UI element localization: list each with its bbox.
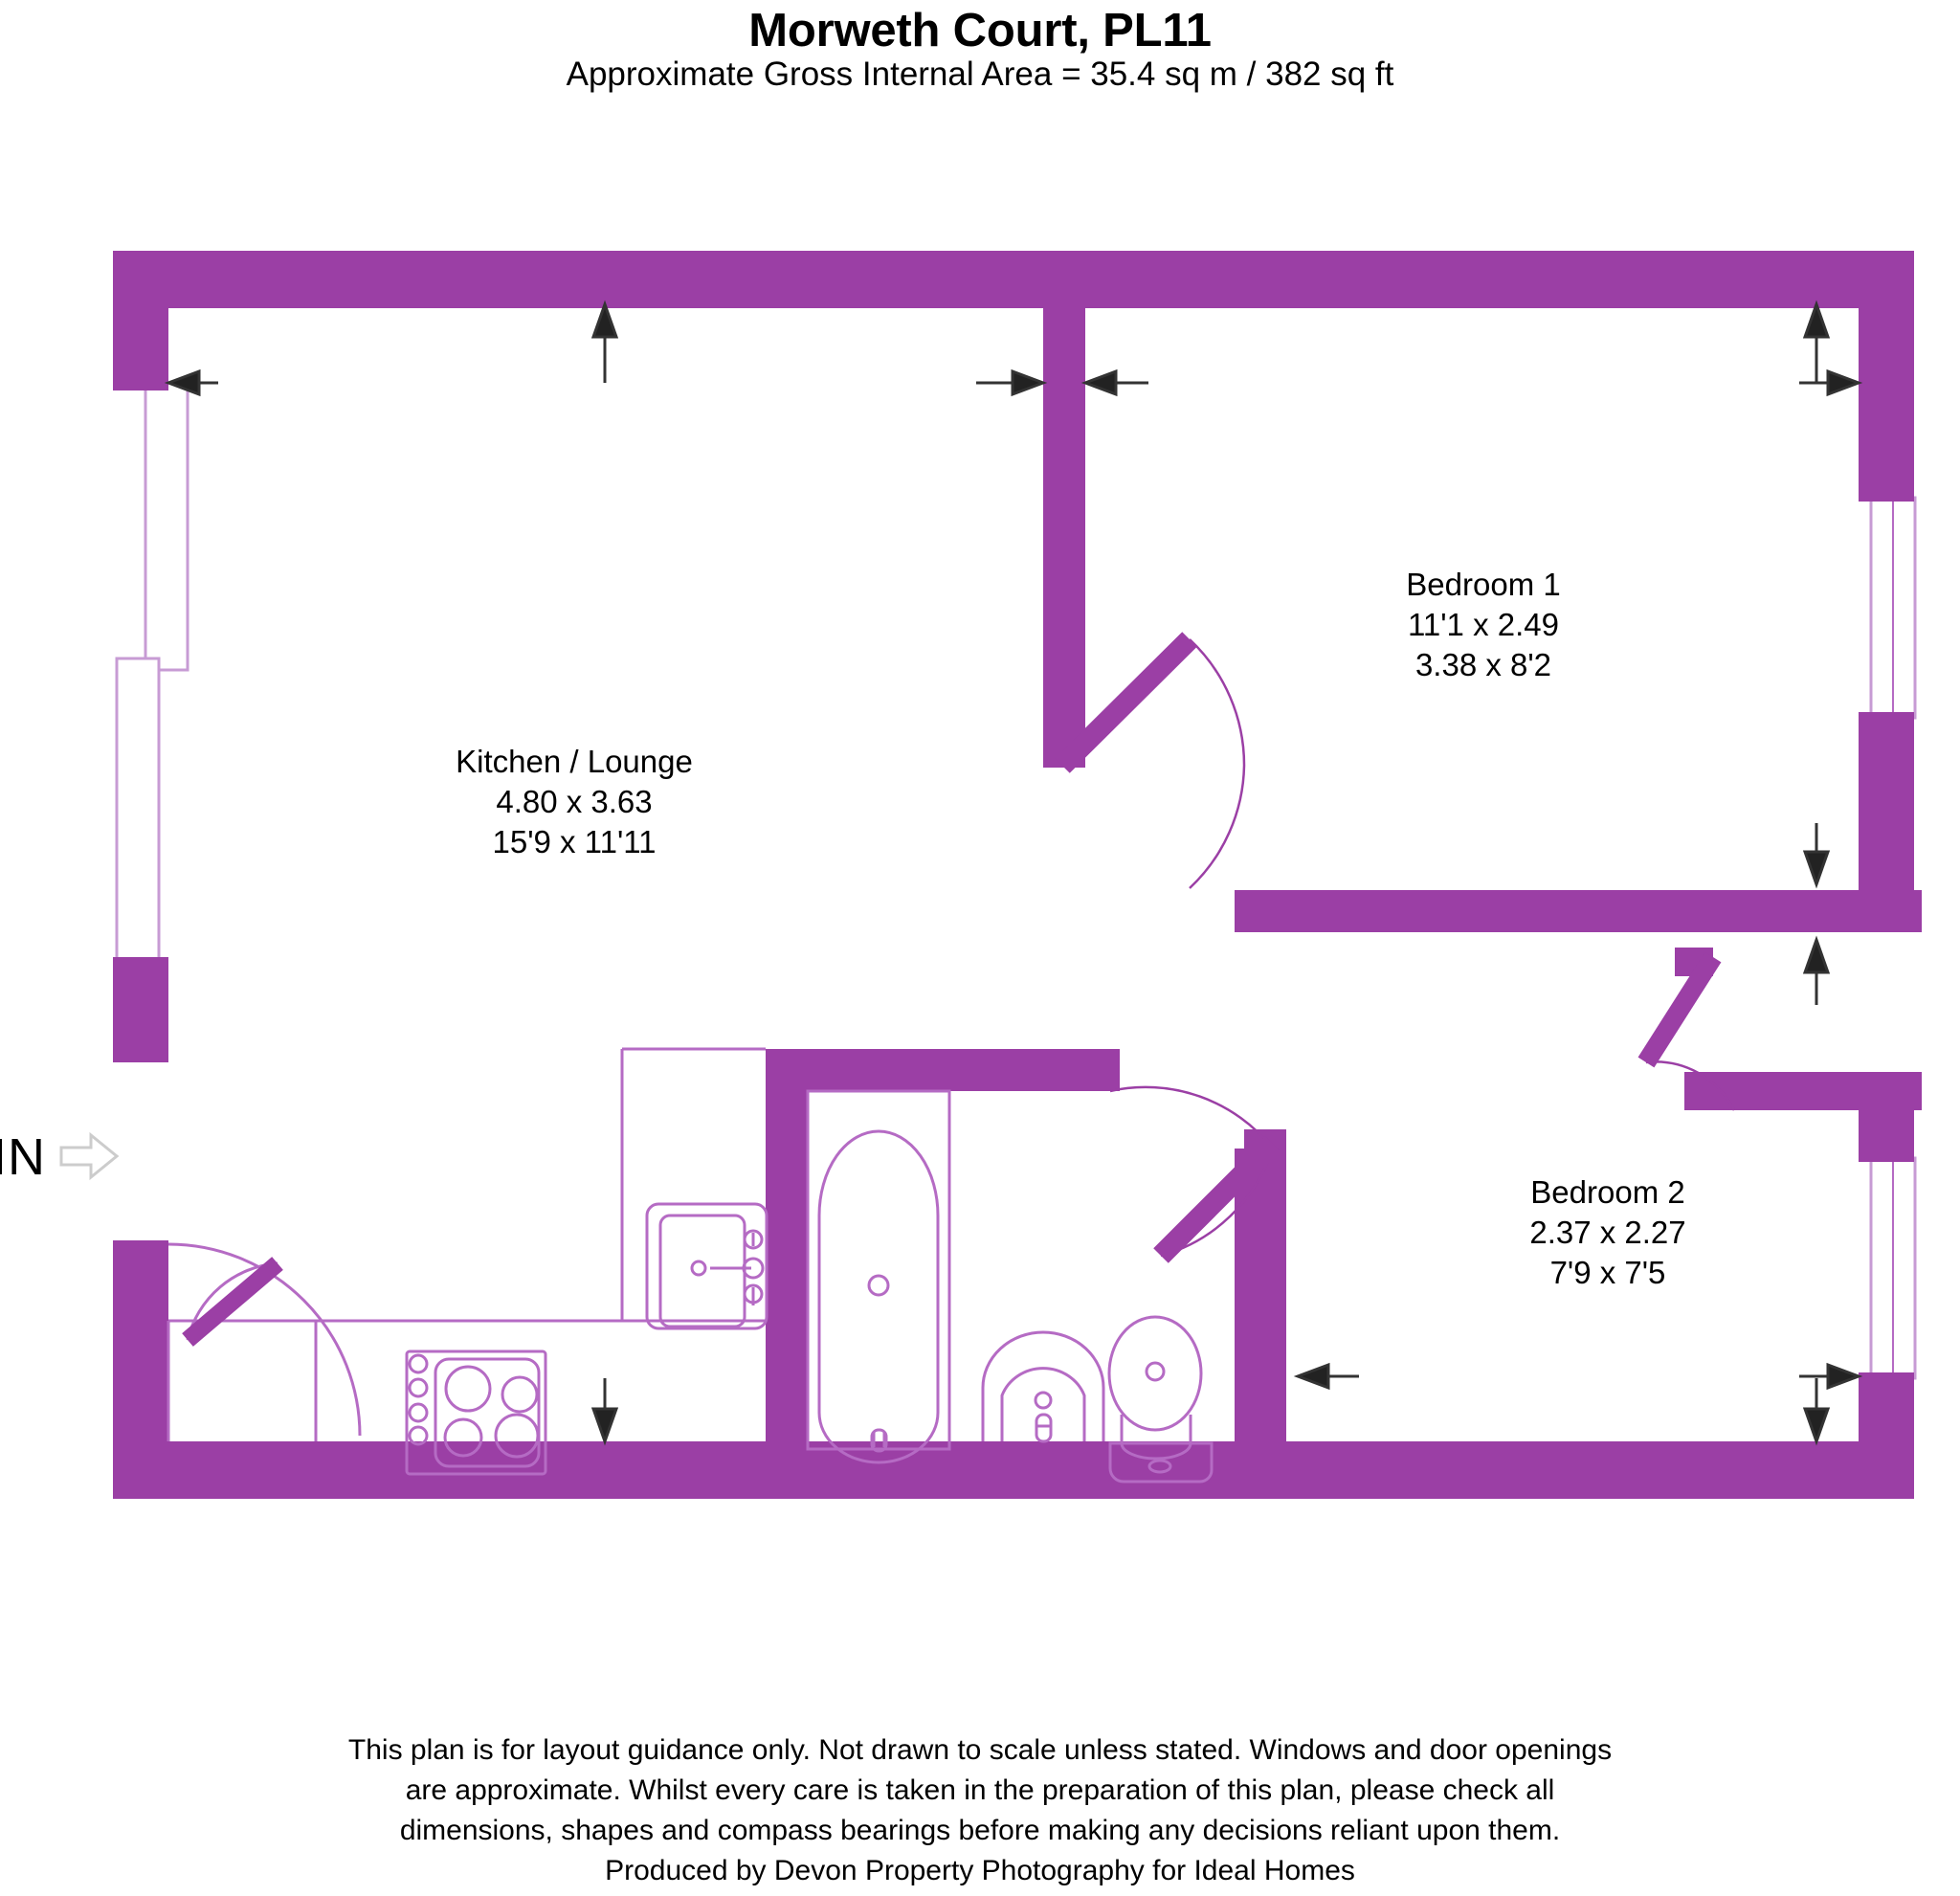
dim-arrow-bed1-top	[1802, 300, 1831, 383]
entrance-door-arc	[167, 1242, 362, 1437]
kitchen-units	[167, 1047, 766, 1441]
wall-partition-vertical	[1043, 251, 1085, 768]
room-metric: 4.80 x 3.63	[496, 784, 653, 819]
dim-arrow-kitchen-top	[590, 300, 619, 383]
wall-left-mid	[113, 957, 168, 1062]
toilet-icon	[1107, 1315, 1214, 1483]
bed2-door-arc	[1645, 1060, 1736, 1111]
room-name: Kitchen / Lounge	[456, 744, 693, 779]
dim-arrow-bed1-bottom	[1802, 823, 1831, 889]
wall-group	[113, 251, 1922, 1499]
dim-arrow-bed2-bottom	[1802, 1378, 1831, 1446]
room-label-bedroom-1: Bedroom 1 11'1 x 2.49 3.38 x 8'2	[1263, 565, 1704, 685]
entrance-door-leaf-line	[182, 1257, 283, 1347]
room-imperial: 7'9 x 7'5	[1549, 1255, 1666, 1290]
door-group	[167, 632, 1736, 1437]
wall-bathroom-right	[1235, 1149, 1277, 1451]
bed1-door-leaf	[1055, 632, 1197, 773]
dimension-arrows	[164, 300, 1863, 1446]
wall-left-upper	[113, 251, 168, 390]
entrance-label: IN	[0, 1128, 46, 1186]
dim-arrow-bed1-under	[1802, 935, 1831, 1005]
dim-arrow-bed2-left	[1293, 1362, 1359, 1391]
disclaimer-line-3: dimensions, shapes and compass bearings …	[399, 1815, 1561, 1846]
room-name: Bedroom 1	[1406, 567, 1561, 602]
room-metric: 2.37 x 2.27	[1529, 1215, 1686, 1250]
hob-icon	[405, 1350, 547, 1476]
bed1-door-arc	[1189, 638, 1246, 889]
page-title: Morweth Court, PL11	[748, 5, 1212, 56]
room-metric: 11'1 x 2.49	[1408, 607, 1559, 642]
dim-arrow-left-corner	[164, 368, 218, 397]
window-left-upper	[144, 381, 189, 672]
room-imperial: 3.38 x 8'2	[1414, 647, 1552, 682]
sink-icon	[645, 1202, 768, 1330]
wall-bathroom-left	[766, 1049, 808, 1451]
arrow-right-icon	[59, 1131, 120, 1181]
room-label-bedroom-2: Bedroom 2 2.37 x 2.27 7'9 x 7'5	[1388, 1172, 1828, 1293]
dim-arrow-kitchen-bottom	[590, 1378, 619, 1446]
dim-arrow-right-top	[1799, 368, 1863, 397]
page-subtitle: Approximate Gross Internal Area = 35.4 s…	[566, 56, 1394, 93]
bathroom-door-leaf	[1153, 1136, 1281, 1263]
bed2-door-leaf	[1637, 951, 1722, 1068]
washbasin-icon	[981, 1330, 1105, 1443]
wall-right-lower	[1859, 1372, 1914, 1499]
wall-bed1-bottom-left-step	[1235, 890, 1302, 932]
window-left-lower	[115, 657, 161, 976]
wall-right-upper	[1859, 251, 1914, 502]
room-imperial: 15'9 x 11'11	[492, 824, 657, 859]
dim-arrow-partition-right	[1080, 368, 1148, 397]
disclaimer-line-2: are approximate. Whilst every care is ta…	[405, 1774, 1555, 1806]
wall-bed2-top	[1684, 1072, 1922, 1110]
dim-arrow-partition-left	[976, 368, 1048, 397]
window-group	[115, 381, 1917, 1380]
bath-icon	[806, 1089, 951, 1464]
wall-bathroom-top	[766, 1049, 1120, 1091]
wall-bed1-bottom	[1290, 890, 1922, 932]
wall-top	[113, 251, 1914, 308]
producer-credit: Produced by Devon Property Photography f…	[605, 1855, 1355, 1886]
room-label-kitchen-lounge: Kitchen / Lounge 4.80 x 3.63 15'9 x 11'1…	[345, 742, 804, 862]
room-name: Bedroom 2	[1530, 1174, 1685, 1210]
wall-right-mid1	[1859, 712, 1914, 902]
wall-bottom	[113, 1441, 1914, 1499]
disclaimer-line-1: This plan is for layout guidance only. N…	[347, 1734, 1613, 1766]
dim-arrow-bed2-right	[1799, 1362, 1863, 1391]
